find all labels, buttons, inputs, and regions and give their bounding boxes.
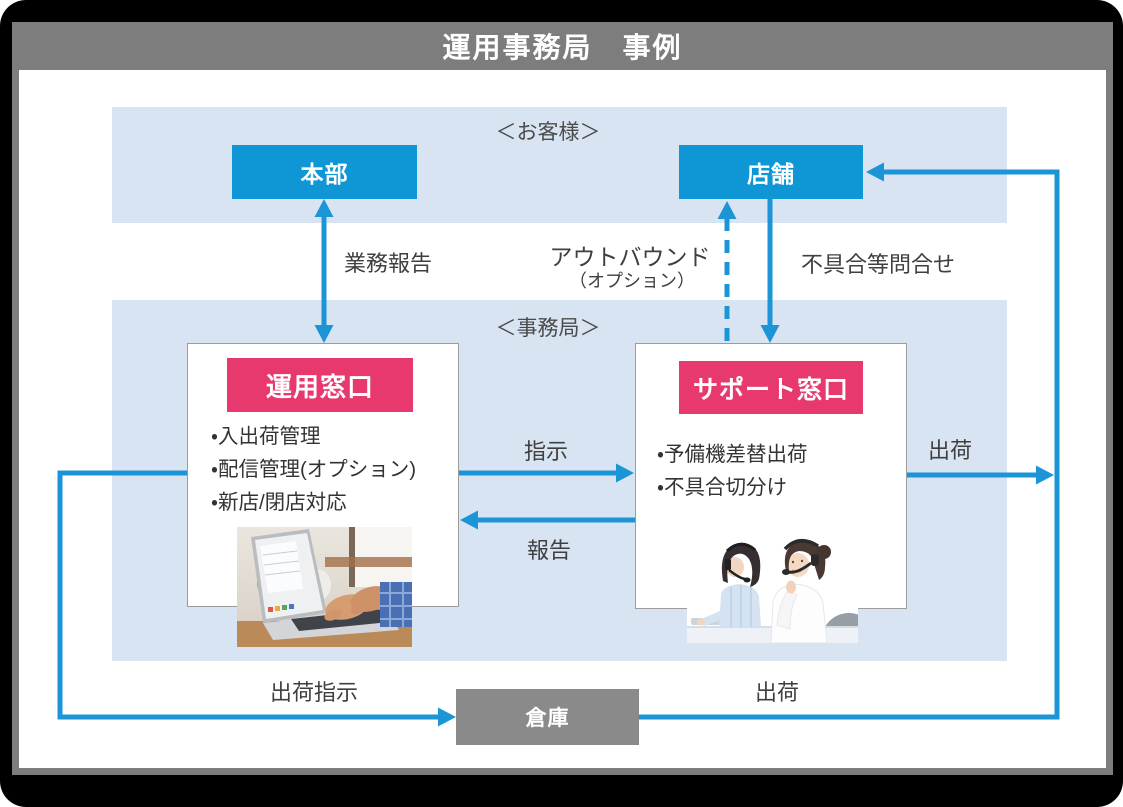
panel-list-item: ・予備機差替出荷 — [657, 443, 808, 466]
support-panel-list: ・予備機差替出荷・不具合切分け — [657, 438, 807, 504]
outbound-label: アウトバウンド — [549, 244, 711, 270]
instruction-label: 指示 — [523, 439, 569, 464]
customer-band-label: ＜お客様＞ — [495, 121, 601, 144]
node-warehouse: 倉庫 — [456, 689, 639, 745]
support-panel-header: サポート窓口 — [679, 361, 863, 414]
page-title: 運用事務局 事例 — [442, 32, 683, 63]
panel-list-item: ・入出荷管理 — [211, 425, 321, 448]
outbound-sublabel: （オプション） — [569, 271, 695, 291]
office-band-label: ＜事務局＞ — [495, 317, 601, 340]
panel-list-item: ・新店/閉店対応 — [211, 491, 347, 514]
report-label: 報告 — [526, 538, 572, 563]
business-report-label: 業務報告 — [343, 251, 433, 276]
shipping-from-warehouse-label: 出荷 — [754, 680, 800, 705]
laptop-typing-photo — [237, 527, 412, 647]
node-headquarters: 本部 — [232, 145, 417, 199]
title-bar: 運用事務局 事例 — [12, 22, 1113, 70]
panel-list-item: ・不具合切分け — [657, 476, 787, 499]
operation-panel-header: 運用窓口 — [227, 358, 413, 412]
inquiry-label: 不具合等問合せ — [800, 252, 956, 277]
node-store: 店舗 — [679, 145, 863, 199]
panel-list-item: ・配信管理(オプション) — [211, 458, 417, 481]
shipping-instruction-label: 出荷指示 — [269, 680, 359, 705]
shipping-from-support-label: 出荷 — [927, 438, 973, 463]
operation-panel-list: ・入出荷管理・配信管理(オプション) ・新店/閉店対応 — [211, 420, 416, 519]
call-center-operators-photo — [687, 529, 858, 643]
